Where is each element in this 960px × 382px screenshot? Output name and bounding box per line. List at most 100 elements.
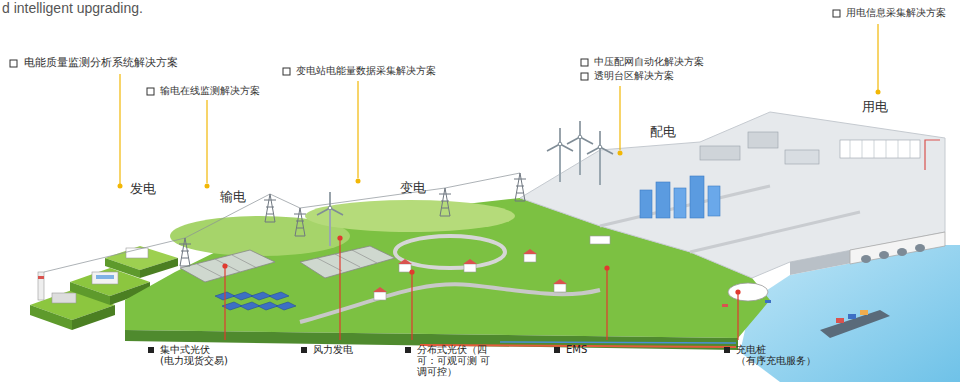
stage-label: 变电 <box>400 180 426 196</box>
charging-station <box>765 300 771 303</box>
stage-label: 用电 <box>862 99 888 115</box>
ship <box>820 310 890 338</box>
city-buildings <box>640 190 652 218</box>
substations <box>180 250 275 282</box>
solution-label: 中压配网自动化解决方案 <box>594 55 704 68</box>
hollow-bullets <box>581 59 588 66</box>
ship <box>848 314 856 319</box>
city-buildings <box>656 182 670 218</box>
filled-bullets <box>724 347 730 353</box>
filled-bullets <box>148 347 154 353</box>
roads <box>395 236 505 268</box>
wind-turbines <box>567 121 593 175</box>
top-leader-lines <box>618 151 623 156</box>
power-plant-islands <box>96 275 114 279</box>
substations <box>317 250 377 271</box>
houses <box>373 287 387 300</box>
transmission-lines <box>44 173 526 272</box>
city-platform <box>520 112 945 278</box>
charging-station <box>728 283 768 301</box>
substations <box>197 255 257 277</box>
bottom-leader-lines <box>735 289 740 294</box>
bridge <box>850 232 945 264</box>
hollow-bullets <box>10 10 840 95</box>
solution-label: 变电站电能量数据采集解决方案 <box>296 64 436 77</box>
charging-station <box>722 304 728 307</box>
solar-farm <box>240 302 260 310</box>
hollow-bullets <box>283 68 290 75</box>
solution-label: 输电在线监测解决方案 <box>160 84 260 97</box>
solar-farm <box>276 302 296 310</box>
bridge <box>850 232 945 264</box>
power-plant-islands <box>70 282 110 305</box>
top-leader-lines <box>119 74 120 184</box>
transmission-lines <box>264 194 276 222</box>
hollow-bullets <box>10 60 17 67</box>
main-platform <box>305 200 515 232</box>
bottom-leader-lines <box>222 235 740 340</box>
solution-label: 用电信息采集解决方案 <box>846 6 946 19</box>
houses <box>553 279 567 292</box>
solution-label: 透明台区解决方案 <box>594 69 674 82</box>
transmission-lines <box>44 173 520 272</box>
stage-label: 发电 <box>130 181 156 197</box>
houses <box>373 249 567 300</box>
houses <box>463 259 477 272</box>
stage-label: 输电 <box>220 189 246 205</box>
power-plant-islands <box>30 305 72 330</box>
filled-bullets <box>405 347 411 353</box>
city-buildings <box>590 236 610 244</box>
solar-farm <box>215 292 296 310</box>
bottom-leader-lines <box>409 269 414 274</box>
bridge <box>897 248 907 256</box>
power-plant-islands <box>38 272 44 300</box>
bottom-leader-lines <box>337 235 342 240</box>
city-buildings <box>925 140 940 170</box>
power-plant-islands <box>38 276 44 279</box>
roads <box>300 236 600 322</box>
solar-farm <box>269 292 289 300</box>
hollow-bullets <box>833 10 840 17</box>
city-buildings <box>748 132 778 148</box>
transmission-lines <box>179 238 191 266</box>
bridge <box>861 255 871 263</box>
scenario-label: EMS <box>566 344 587 355</box>
city-buildings <box>708 186 720 216</box>
ship <box>820 310 890 338</box>
bottom-leader-lines <box>604 265 609 270</box>
bottom-leader-lines <box>222 263 227 268</box>
solar-farm <box>233 292 253 300</box>
power-plant-islands <box>92 272 118 284</box>
city-buildings <box>785 150 819 164</box>
city-buildings <box>700 146 740 160</box>
substations <box>300 246 395 278</box>
stage-label: 配电 <box>650 124 676 140</box>
top-leader-lines <box>877 24 878 90</box>
scenario-label: 风力发电 <box>313 344 353 355</box>
wind-turbines <box>587 131 613 185</box>
houses <box>523 249 537 262</box>
city-platform <box>520 112 945 278</box>
bottom-leader-lines <box>606 270 607 340</box>
hollow-bullets <box>147 88 154 95</box>
substations <box>180 246 395 282</box>
city-platform <box>790 232 945 275</box>
scenario-label: 集中式光伏 (电力现货交易) <box>160 344 250 366</box>
solar-farm <box>251 292 271 300</box>
charging-station <box>722 283 771 307</box>
filled-bullets <box>554 347 560 353</box>
bottom-leader-lines <box>224 268 225 340</box>
solution-label: 电能质量监测分析系统解决方案 <box>24 56 178 70</box>
top-leader-lines <box>206 100 207 183</box>
bridge <box>915 244 925 252</box>
bridge <box>879 251 889 259</box>
filled-bullets <box>301 347 307 353</box>
cut-heading: d intelligent upgrading. <box>2 0 143 17</box>
bottom-leader-lines <box>737 294 738 340</box>
city-buildings <box>674 188 686 218</box>
city-buildings <box>850 140 910 158</box>
power-plant-islands <box>72 305 115 330</box>
wind-turbines <box>547 128 573 182</box>
